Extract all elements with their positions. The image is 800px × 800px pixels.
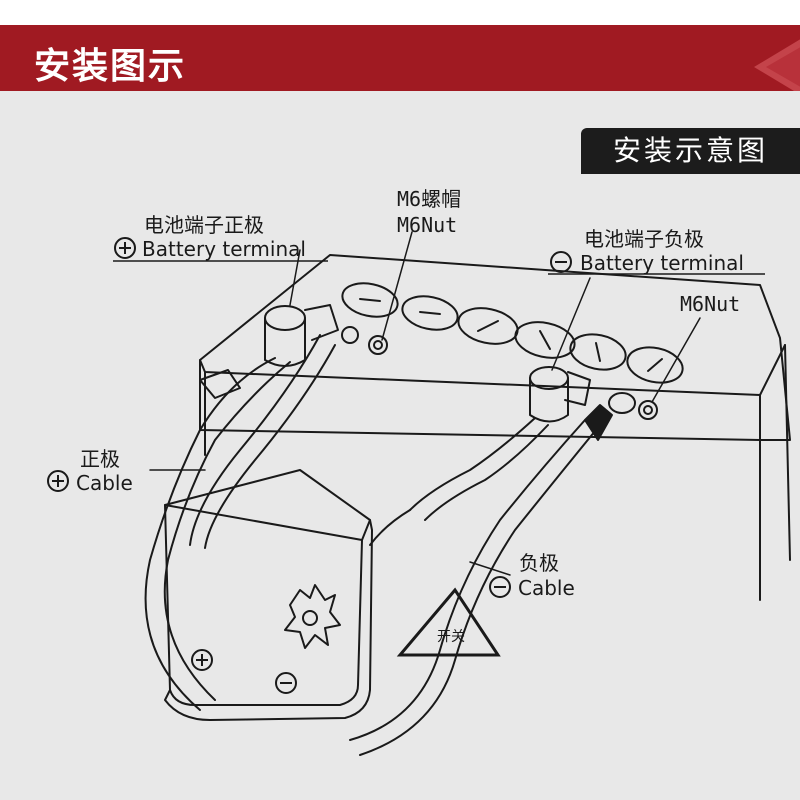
pos-cable-en-label: Cable [76,471,133,495]
switch-warning-triangle [396,587,501,657]
cell-caps [341,282,684,384]
m6-nut-en-label: M6Nut [397,213,457,237]
neg-cable-cn-label: 负极 [519,551,559,575]
pos-terminal-cn-label: 电池端子正极 [144,213,264,237]
battery-top-edge [199,344,786,396]
plus-circle-icon [191,649,213,671]
diagram-background [0,91,800,800]
diagram-sublabel: 安装示意图 [581,128,800,174]
neg-terminal-en-label: Battery terminal [580,251,744,275]
minus-circle-icon [489,576,511,598]
pos-terminal-en-label: Battery terminal [142,237,306,261]
neg-cable-en-label: Cable [518,576,575,600]
banner-corner-triangle [754,39,800,91]
minus-circle-icon [275,672,297,694]
switch-box [164,469,373,721]
positive-terminal [264,304,388,367]
leader-lines [149,231,701,576]
negative-terminal [529,366,658,423]
battery-top [199,254,791,441]
plus-circle-icon [47,470,69,492]
pos-cable-cn-label: 正极 [80,447,120,471]
negative-cable [349,404,613,756]
m6-nut-right-label: M6Nut [680,292,740,316]
header-banner: 安装图示 [0,25,800,91]
plus-circle-icon [114,237,136,259]
positive-cable [144,334,336,711]
page-title: 安装图示 [34,46,187,87]
neg-terminal-cn-label: 电池端子负极 [584,227,704,251]
minus-circle-icon [550,251,572,273]
m6-nut-cn-label: M6螺帽 [397,187,461,211]
switch-label: 开关 [437,629,465,645]
